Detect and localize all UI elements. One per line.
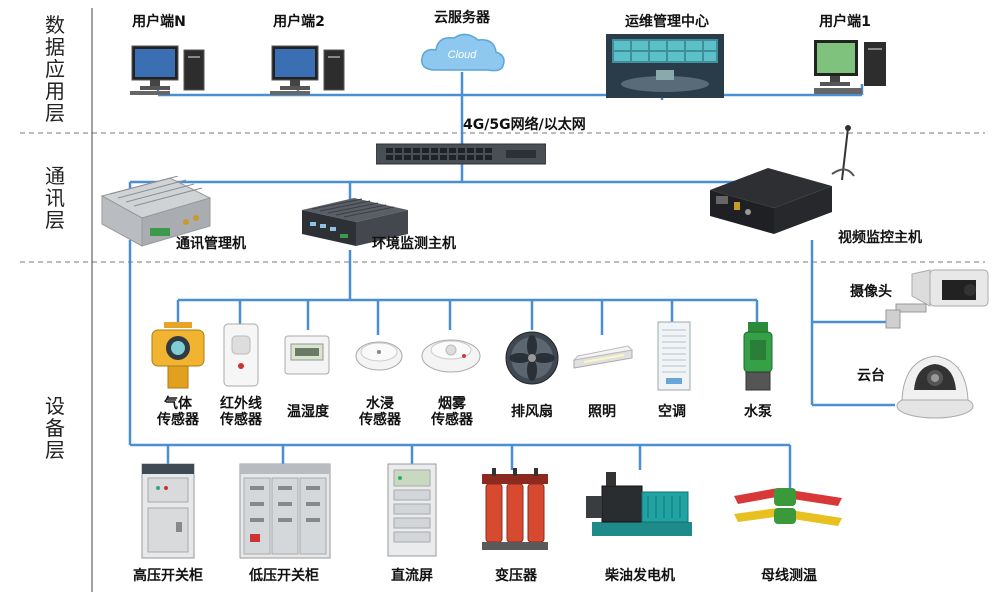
video-host-label: 视频监控主机 xyxy=(838,230,922,246)
water-sensor-icon xyxy=(355,341,403,371)
hv-switchgear-icon xyxy=(141,463,195,559)
ir-sensor-label-1: 红外线 xyxy=(220,396,262,412)
user-2-label: 用户端2 xyxy=(273,14,325,30)
video-monitor-host-icon xyxy=(710,125,855,234)
smoke-sensor-label-2: 传感器 xyxy=(431,412,473,428)
diesel-generator-icon xyxy=(586,472,692,536)
transformer-icon xyxy=(482,468,548,550)
ac-label: 空调 xyxy=(658,404,686,420)
bullet-camera-icon xyxy=(885,269,989,329)
cloud-server-label: 云服务器 xyxy=(434,10,490,26)
cloud-icon: Cloud xyxy=(421,33,505,72)
water-sensor-label-1: 水浸 xyxy=(366,396,394,412)
desktop-pc-icon xyxy=(130,45,205,95)
gas-sensor-icon xyxy=(151,322,205,389)
env-monitor-host-icon xyxy=(302,198,408,246)
diesel-gen-label: 柴油发电机 xyxy=(605,568,675,584)
smoke-sensor-label-1: 烟雾 xyxy=(438,396,466,412)
infrared-sensor-icon xyxy=(223,323,259,387)
light-fixture-icon xyxy=(572,345,634,369)
water-pump-icon xyxy=(743,322,773,391)
transformer-label: 变压器 xyxy=(495,568,537,584)
desktop-pc-icon xyxy=(270,45,345,95)
network-switch-icon xyxy=(376,143,546,165)
lv-switchgear-icon xyxy=(239,463,331,559)
lighting-label: 照明 xyxy=(588,404,616,420)
camera-label: 摄像头 xyxy=(850,284,892,300)
air-conditioner-icon xyxy=(657,321,691,391)
layer-label-data-app: 数据应用层 xyxy=(45,13,65,125)
user-1-label: 用户端1 xyxy=(819,14,871,30)
busbar-temp-sensor-icon xyxy=(734,488,842,526)
layer-label-device: 设备层 xyxy=(45,394,65,462)
env-host-label: 环境监测主机 xyxy=(372,236,456,252)
user-n-label: 用户端N xyxy=(132,14,186,30)
gas-sensor-label-1: 气体 xyxy=(164,396,192,412)
smoke-sensor-icon xyxy=(421,339,481,373)
dome-camera-icon xyxy=(896,355,974,419)
ir-sensor-label-2: 传感器 xyxy=(220,412,262,428)
layer-label-comm: 通讯层 xyxy=(45,164,65,232)
lv-cabinet-label: 低压开关柜 xyxy=(249,568,319,584)
exhaust-fan-label: 排风扇 xyxy=(511,404,553,420)
dc-screen-label: 直流屏 xyxy=(391,568,433,584)
network-label: 4G/5G网络/以太网 xyxy=(463,117,586,133)
cloud-text: Cloud xyxy=(448,49,478,61)
temp-humidity-label: 温湿度 xyxy=(287,404,329,420)
busbar-temp-label: 母线测温 xyxy=(761,568,817,584)
pump-label: 水泵 xyxy=(744,404,772,420)
desktop-pc-icon xyxy=(814,40,886,94)
gas-sensor-label-2: 传感器 xyxy=(157,412,199,428)
control-room-icon xyxy=(606,34,724,98)
comm-manager-icon xyxy=(100,176,212,247)
dc-screen-icon xyxy=(387,463,437,557)
hv-cabinet-label: 高压开关柜 xyxy=(133,568,203,584)
exhaust-fan-icon xyxy=(505,331,559,385)
comm-manager-label: 通讯管理机 xyxy=(176,236,246,252)
ops-center-label: 运维管理中心 xyxy=(625,14,709,30)
water-sensor-label-2: 传感器 xyxy=(359,412,401,428)
temp-humidity-sensor-icon xyxy=(284,335,330,375)
ptz-label: 云台 xyxy=(857,368,885,384)
